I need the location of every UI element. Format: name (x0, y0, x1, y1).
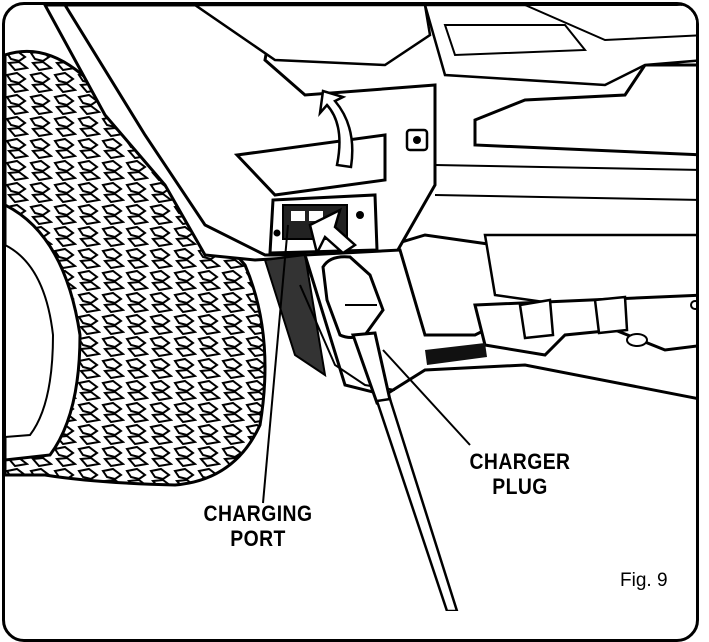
charger-plug-label-line1: CHARGER (469, 449, 571, 474)
mower-illustration (5, 5, 696, 611)
open-arrow (318, 89, 354, 169)
charger-plug-label-line2: PLUG (492, 474, 548, 499)
charging-port-label-line2: PORT (230, 526, 286, 551)
figure-caption: Fig. 9 (620, 570, 668, 591)
charging-port-label: CHARGING PORT (201, 501, 315, 551)
charger-plug (321, 255, 459, 611)
leader-charging-port (262, 224, 289, 504)
tire (5, 49, 267, 487)
mower-chassis (263, 233, 696, 400)
leader-charger-plug (382, 349, 471, 446)
charger-plug-label: CHARGER PLUG (463, 449, 577, 499)
mower-body (43, 5, 696, 262)
charging-port-label-line1: CHARGING (203, 501, 313, 526)
insert-arrow (308, 207, 358, 257)
